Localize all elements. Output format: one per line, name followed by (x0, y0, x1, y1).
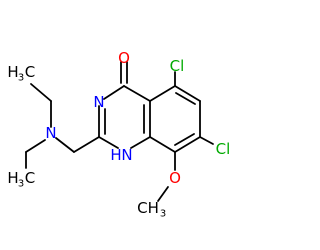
atom-methyl-subscript: 3 (160, 209, 166, 220)
bond-c7-c8-double (174, 133, 195, 146)
atom-ethyl1-subscript: 3 (18, 73, 24, 84)
atom-amine-nitrogen: N (45, 124, 56, 142)
bond-c4a-c5 (149, 85, 176, 102)
bond-c4a-c4 (123, 85, 151, 102)
atom-chlorine-7: Cl (216, 140, 231, 158)
atom-ethyl1-h: H (7, 63, 18, 81)
bond-c4-n3 (103, 85, 125, 100)
bonds (25, 61, 214, 202)
structure-svg: O N H N N Cl Cl O H 3 C H 3 C CH 3 (7, 49, 230, 220)
atom-ethyl1-c: C (25, 63, 35, 81)
bond-n1-c8a (130, 136, 151, 149)
bond-o-ch3 (157, 186, 169, 202)
bond-c2-ch2 (73, 136, 100, 153)
bond-c2-n1 (98, 136, 119, 149)
atom-methyl-ch: CH (137, 199, 159, 217)
bond-ch2-n (55, 137, 75, 153)
bond-c7-cl (199, 136, 214, 145)
atom-labels: O N H N N Cl Cl O H 3 C H 3 C CH 3 (7, 49, 230, 220)
atom-n3: N (93, 93, 104, 111)
bond-c8-c8a (149, 136, 176, 153)
bond-c5-c6-double (175, 92, 196, 105)
atom-methoxy-oxygen: O (169, 169, 181, 187)
bond-c7-c8 (174, 136, 201, 153)
atom-chlorine-5: Cl (170, 57, 185, 75)
atom-ethyl2-subscript: 3 (18, 179, 24, 190)
atom-n1-hydrogen: H (110, 146, 121, 164)
bond-ethyl1-ch3 (30, 83, 52, 102)
bond-c5-c6 (174, 85, 201, 102)
atom-ethyl2-c: C (25, 169, 35, 187)
bond-n-ethyl2 (25, 139, 46, 153)
atom-ethyl2-h: H (7, 169, 18, 187)
atom-carbonyl-oxygen: O (118, 49, 130, 67)
atom-n1: N (121, 146, 132, 164)
molecule-structure: O N H N N Cl Cl O H 3 C H 3 C CH 3 (7, 49, 231, 220)
